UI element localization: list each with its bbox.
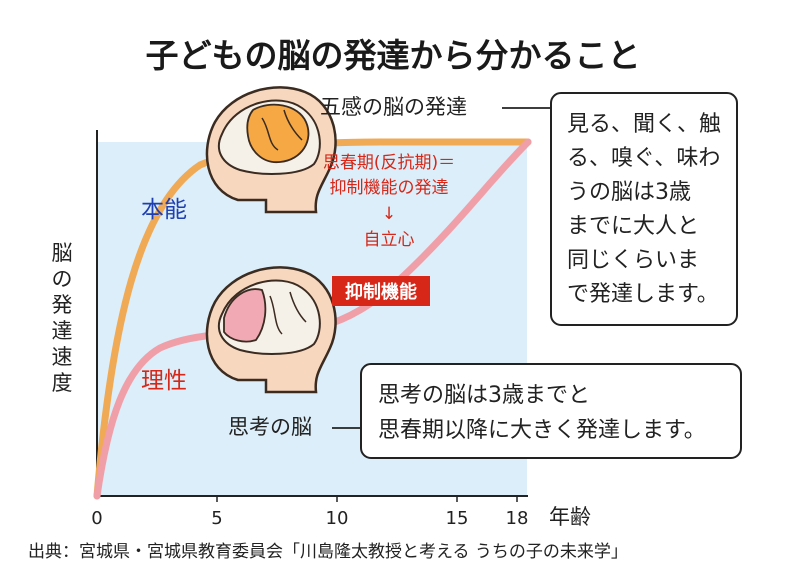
svg-text:る、嗅ぐ、味わ: る、嗅ぐ、味わ bbox=[567, 146, 720, 171]
svg-text:度: 度 bbox=[52, 371, 73, 395]
senses-callout-text: 見る、聞く、触 る、嗅ぐ、味わ うの脳は3歳 までに大人と 同じくらいま で発達… bbox=[567, 112, 721, 307]
puberty-line2: 抑制機能の発達 bbox=[330, 178, 449, 198]
x-axis-label: 年齢 bbox=[549, 505, 591, 529]
thinking-brain-label: 思考の脳 bbox=[228, 415, 312, 439]
puberty-arrow: ↓ bbox=[382, 204, 396, 224]
x-tick-5: 5 bbox=[211, 508, 222, 529]
independence-label: 自立心 bbox=[364, 230, 415, 250]
thinking-callout-text: 思考の脳は3歳までと 思春期以降に大きく発達します。 bbox=[378, 383, 706, 443]
svg-text:達: 達 bbox=[52, 319, 73, 343]
thinking-callout-box bbox=[360, 363, 742, 459]
svg-text:思考の脳は3歳までと: 思考の脳は3歳までと bbox=[378, 383, 590, 408]
inhibition-badge-text: 抑制機能 bbox=[345, 281, 417, 303]
svg-text:見る、聞く、触: 見る、聞く、触 bbox=[567, 112, 721, 137]
x-tick-18: 18 bbox=[506, 508, 529, 529]
svg-text:までに大人と: までに大人と bbox=[567, 214, 699, 239]
head-brain-pink-icon bbox=[205, 266, 337, 394]
source-citation: 出典：宮城県・宮城県教育委員会「川島隆太教授と考える うちの子の未来学」 bbox=[28, 542, 628, 562]
svg-text:脳: 脳 bbox=[52, 241, 73, 265]
svg-text:思春期以降に大きく発達します。: 思春期以降に大きく発達します。 bbox=[378, 418, 706, 443]
svg-text:同じくらいま: 同じくらいま bbox=[567, 248, 699, 273]
puberty-line1: 思春期(反抗期)＝ bbox=[323, 153, 455, 173]
reason-label: 理性 bbox=[141, 368, 187, 394]
head-brain-orange-icon bbox=[205, 86, 337, 214]
x-tick-0: 0 bbox=[91, 508, 102, 529]
x-tick-15: 15 bbox=[446, 508, 469, 529]
svg-text:速: 速 bbox=[52, 345, 73, 369]
svg-text:発: 発 bbox=[52, 293, 73, 317]
five-senses-label: 五感の脳の発達 bbox=[320, 95, 467, 119]
x-ticks bbox=[216, 496, 518, 502]
inhibition-badge bbox=[332, 276, 430, 306]
x-tick-10: 10 bbox=[326, 508, 349, 529]
y-axis-label: 脳 の 発 達 速 度 bbox=[52, 241, 73, 395]
svg-text:の: の bbox=[52, 267, 73, 291]
page-title: 子どもの脳の発達から分かること bbox=[146, 36, 641, 75]
svg-text:うの脳は3歳: うの脳は3歳 bbox=[567, 180, 691, 205]
instinct-label: 本能 bbox=[141, 197, 187, 223]
svg-text:で発達します。: で発達します。 bbox=[567, 282, 719, 307]
senses-callout-box bbox=[550, 92, 738, 326]
